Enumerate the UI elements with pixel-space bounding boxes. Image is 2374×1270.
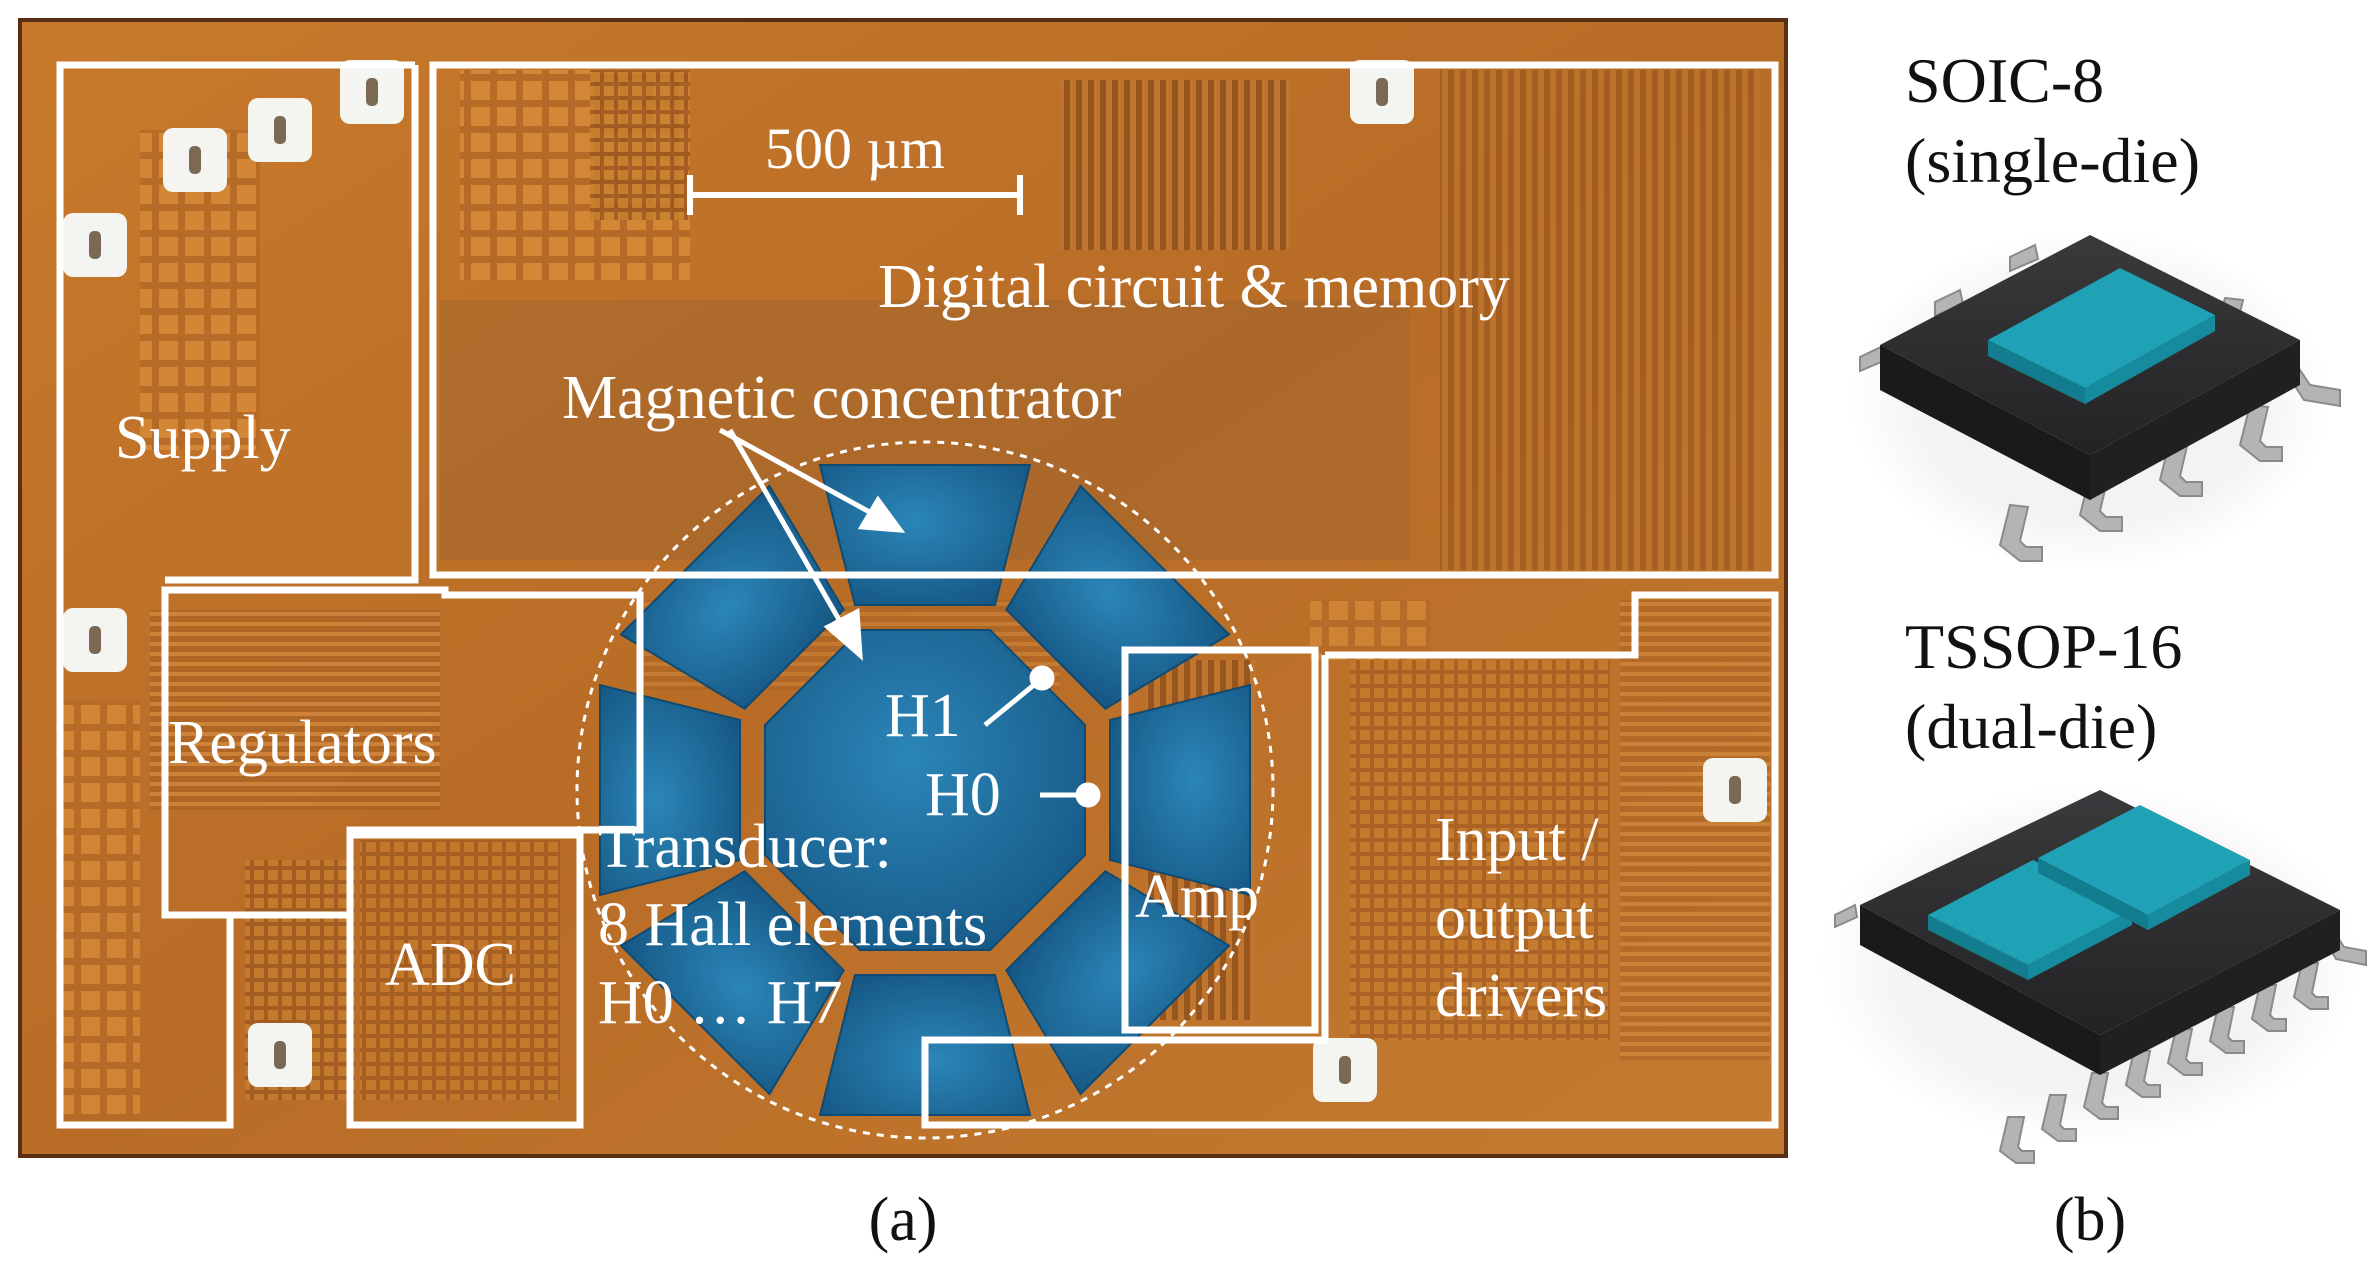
packages-panel: SOIC-8 (single-die) TSSOP-16	[1820, 45, 2367, 1254]
hall-h0-label: H0	[925, 761, 1001, 829]
hall-pointers	[983, 665, 1101, 808]
package-1-note: (single-die)	[1905, 125, 2200, 196]
panel-a-caption: (a)	[869, 1186, 938, 1254]
package-1-name: SOIC-8	[1905, 45, 2104, 116]
texture-block	[150, 610, 440, 810]
regulators-region-outline	[161, 586, 644, 919]
texture-block	[1060, 80, 1290, 250]
transducer-label-line1: Transducer:	[598, 813, 892, 881]
soic8-die-front	[1988, 340, 2085, 404]
supply-region-right-edge	[165, 65, 419, 584]
bond-pads	[63, 60, 1767, 1102]
texture-block	[60, 700, 140, 1120]
tssop16-die-2-front	[2038, 858, 2148, 930]
amp-region-label: Amp	[1135, 863, 1259, 931]
texture-block	[360, 840, 560, 1100]
digital-region-outline	[429, 61, 1779, 579]
digital-region-label: Digital circuit & memory	[878, 253, 1510, 321]
tssop16-package	[1820, 785, 2367, 1164]
amp-region-outline	[1121, 646, 1319, 1034]
magnetic-concentrator-label: Magnetic concentrator	[562, 364, 1122, 432]
hall-h1-label: H1	[885, 682, 961, 750]
texture-block	[1620, 600, 1770, 1060]
texture-block	[1350, 660, 1610, 1040]
soic8-package	[1850, 230, 2341, 570]
soic8-body-side	[2090, 340, 2300, 500]
tssop16-die-1-front	[1928, 915, 2028, 980]
tssop16-die-2-side	[2148, 860, 2250, 930]
regulators-region-label: Regulators	[168, 709, 437, 777]
io-label-line1: Input /	[1435, 806, 1599, 874]
adc-region-label: ADC	[385, 931, 516, 999]
tssop16-die-1-side	[2028, 910, 2132, 980]
adc-region-outline	[346, 831, 584, 1129]
tssop16-body-side	[2100, 910, 2340, 1075]
tssop16-body-front	[1860, 905, 2100, 1075]
scale-bar-label: 500 µm	[765, 116, 945, 181]
concentrator-arrows	[718, 427, 906, 661]
io-label-line3: drivers	[1435, 962, 1607, 1030]
tssop16-pins	[1834, 903, 2367, 1164]
panel-b-caption: (b)	[2054, 1186, 2126, 1254]
texture-block	[590, 70, 690, 220]
texture-block	[1440, 70, 1760, 570]
package-2-name: TSSOP-16	[1905, 611, 2182, 682]
transducer-label-line3: H0 … H7	[598, 969, 843, 1037]
region-outlines	[56, 61, 1779, 1129]
soic8-die-side	[2085, 315, 2215, 404]
die-micrograph: 500 µm Digital circuit & memory Magnetic…	[18, 18, 1788, 1158]
scale-bar	[687, 175, 1023, 215]
io-label-line2: output	[1435, 884, 1593, 952]
io-region-outline	[921, 591, 1779, 1129]
soic8-body-front	[1880, 345, 2090, 500]
concentrator-dashed-circle	[575, 440, 1275, 1140]
tssop16-die-2-top	[2038, 805, 2250, 915]
soic8-die-top	[1988, 268, 2215, 388]
texture-block	[1310, 600, 1430, 660]
supply-region-label: Supply	[115, 404, 291, 472]
transducer-label-line2: 8 Hall elements	[598, 891, 987, 959]
package-2-note: (dual-die)	[1905, 691, 2157, 762]
